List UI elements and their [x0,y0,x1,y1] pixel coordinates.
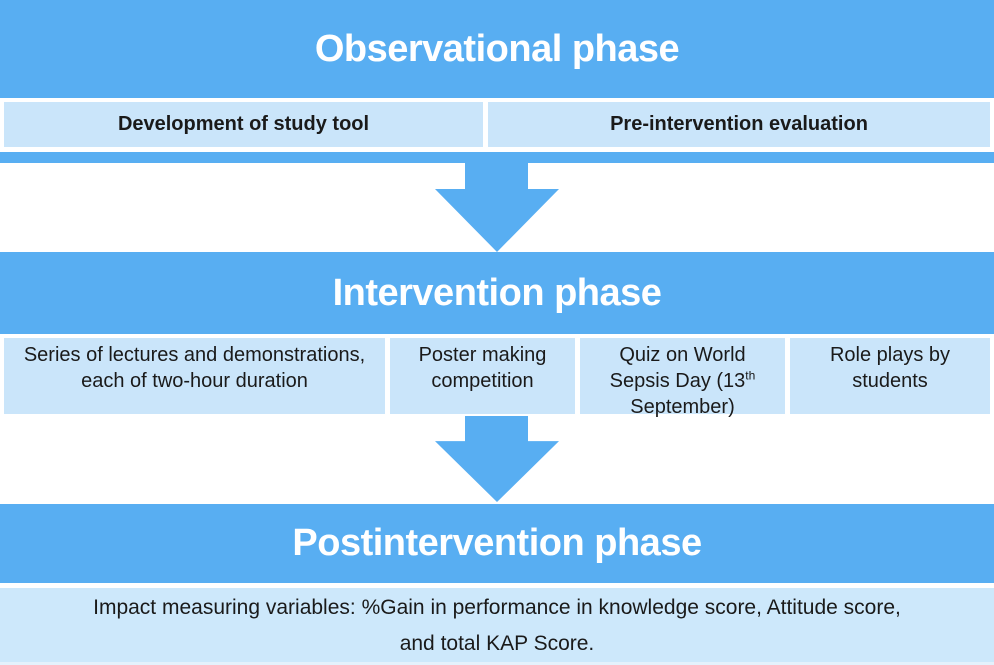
activity-cell-label: Poster making competition [418,344,547,392]
quiz-text-suffix: September) [630,396,735,418]
impact-text-line: Impact measuring variables: %Gain in per… [93,596,901,619]
phase-band-observational: Observational phase [0,0,994,98]
phase-band-intervention: Intervention phase [0,252,994,334]
phase-band-postintervention: Postintervention phase [0,504,994,583]
intervention-phase-title: Intervention phase [332,271,662,314]
activity-cell-roleplay: Role plays by students [790,338,990,414]
impact-variables-panel: Impact measuring variables: %Gain in per… [0,588,994,665]
observational-phase-title: Observational phase [314,27,680,70]
ordinal-superscript: th [745,368,756,383]
activity-cell-lectures: Series of lectures and demonstrations, e… [4,338,385,414]
divider-strip [0,152,994,163]
intervention-activities-row: Series of lectures and demonstrations, e… [4,338,990,418]
activity-cell-poster: Poster making competition [390,338,575,414]
down-arrow-icon [435,416,559,502]
postintervention-phase-title: Postintervention phase [292,522,702,564]
activity-cell-label: Role plays by students [829,344,951,392]
activity-cell-label: Quiz on World Sepsis Day (13th September… [604,342,762,418]
quiz-text-prefix: Quiz on World Sepsis Day (13 [609,344,746,392]
impact-text-line: and total KAP Score. [399,632,595,655]
activity-cell-development: Development of study tool [4,102,483,147]
down-arrow-icon [435,163,559,252]
activity-cell-label: Series of lectures and demonstrations, e… [23,344,366,392]
observational-activities-row: Development of study tool Pre-interventi… [4,102,990,147]
activity-cell-quiz: Quiz on World Sepsis Day (13th September… [580,338,785,418]
bottom-edge-strip [0,662,994,665]
activity-cell-preintervention: Pre-intervention evaluation [488,102,990,147]
